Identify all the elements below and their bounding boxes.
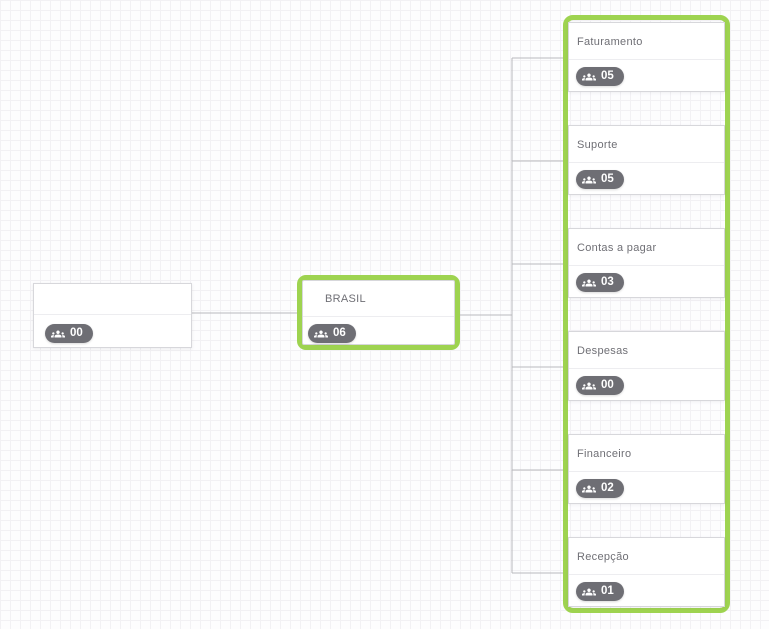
member-count: 05: [601, 173, 614, 185]
org-node-despesas[interactable]: Despesas 00: [568, 331, 725, 401]
org-node-root[interactable]: 00: [33, 283, 192, 348]
members-icon: [51, 327, 65, 341]
node-divider: [569, 59, 724, 60]
node-title: Faturamento: [577, 36, 643, 48]
node-divider: [569, 471, 724, 472]
member-count-badge[interactable]: 05: [576, 67, 624, 86]
org-node-contas-a-pagar[interactable]: Contas a pagar 03: [568, 228, 725, 298]
members-icon: [582, 276, 596, 290]
node-divider: [303, 316, 454, 317]
node-divider: [34, 314, 191, 315]
node-divider: [569, 162, 724, 163]
node-title: Suporte: [577, 139, 618, 151]
member-count-badge[interactable]: 02: [576, 479, 624, 498]
member-count-badge[interactable]: 00: [576, 376, 624, 395]
members-icon: [582, 482, 596, 496]
member-count: 01: [601, 585, 614, 597]
node-title: Financeiro: [577, 448, 632, 460]
member-count: 02: [601, 482, 614, 494]
member-count-badge[interactable]: 06: [308, 324, 356, 343]
member-count: 00: [70, 327, 83, 339]
node-divider: [569, 265, 724, 266]
node-divider: [569, 368, 724, 369]
members-icon: [582, 70, 596, 84]
member-count: 06: [333, 327, 346, 339]
members-icon: [582, 379, 596, 393]
member-count: 05: [601, 70, 614, 82]
members-icon: [314, 327, 328, 341]
members-icon: [582, 173, 596, 187]
org-node-faturamento[interactable]: Faturamento 05: [568, 22, 725, 92]
node-title: BRASIL: [325, 293, 366, 305]
member-count-badge[interactable]: 01: [576, 582, 624, 601]
member-count: 03: [601, 276, 614, 288]
node-title: Recepção: [577, 551, 629, 563]
node-title: Despesas: [577, 345, 629, 357]
org-node-financeiro[interactable]: Financeiro 02: [568, 434, 725, 504]
member-count-badge[interactable]: 03: [576, 273, 624, 292]
node-divider: [569, 574, 724, 575]
children-group-highlight: Faturamento 05 Suporte 05: [563, 15, 730, 613]
member-count-badge[interactable]: 05: [576, 170, 624, 189]
org-node-brasil[interactable]: BRASIL 06: [297, 275, 460, 350]
members-icon: [582, 585, 596, 599]
member-count-badge[interactable]: 00: [45, 324, 93, 343]
member-count: 00: [601, 379, 614, 391]
node-title: Contas a pagar: [577, 242, 657, 254]
org-node-suporte[interactable]: Suporte 05: [568, 125, 725, 195]
org-node-recepcao[interactable]: Recepção 01: [568, 537, 725, 607]
